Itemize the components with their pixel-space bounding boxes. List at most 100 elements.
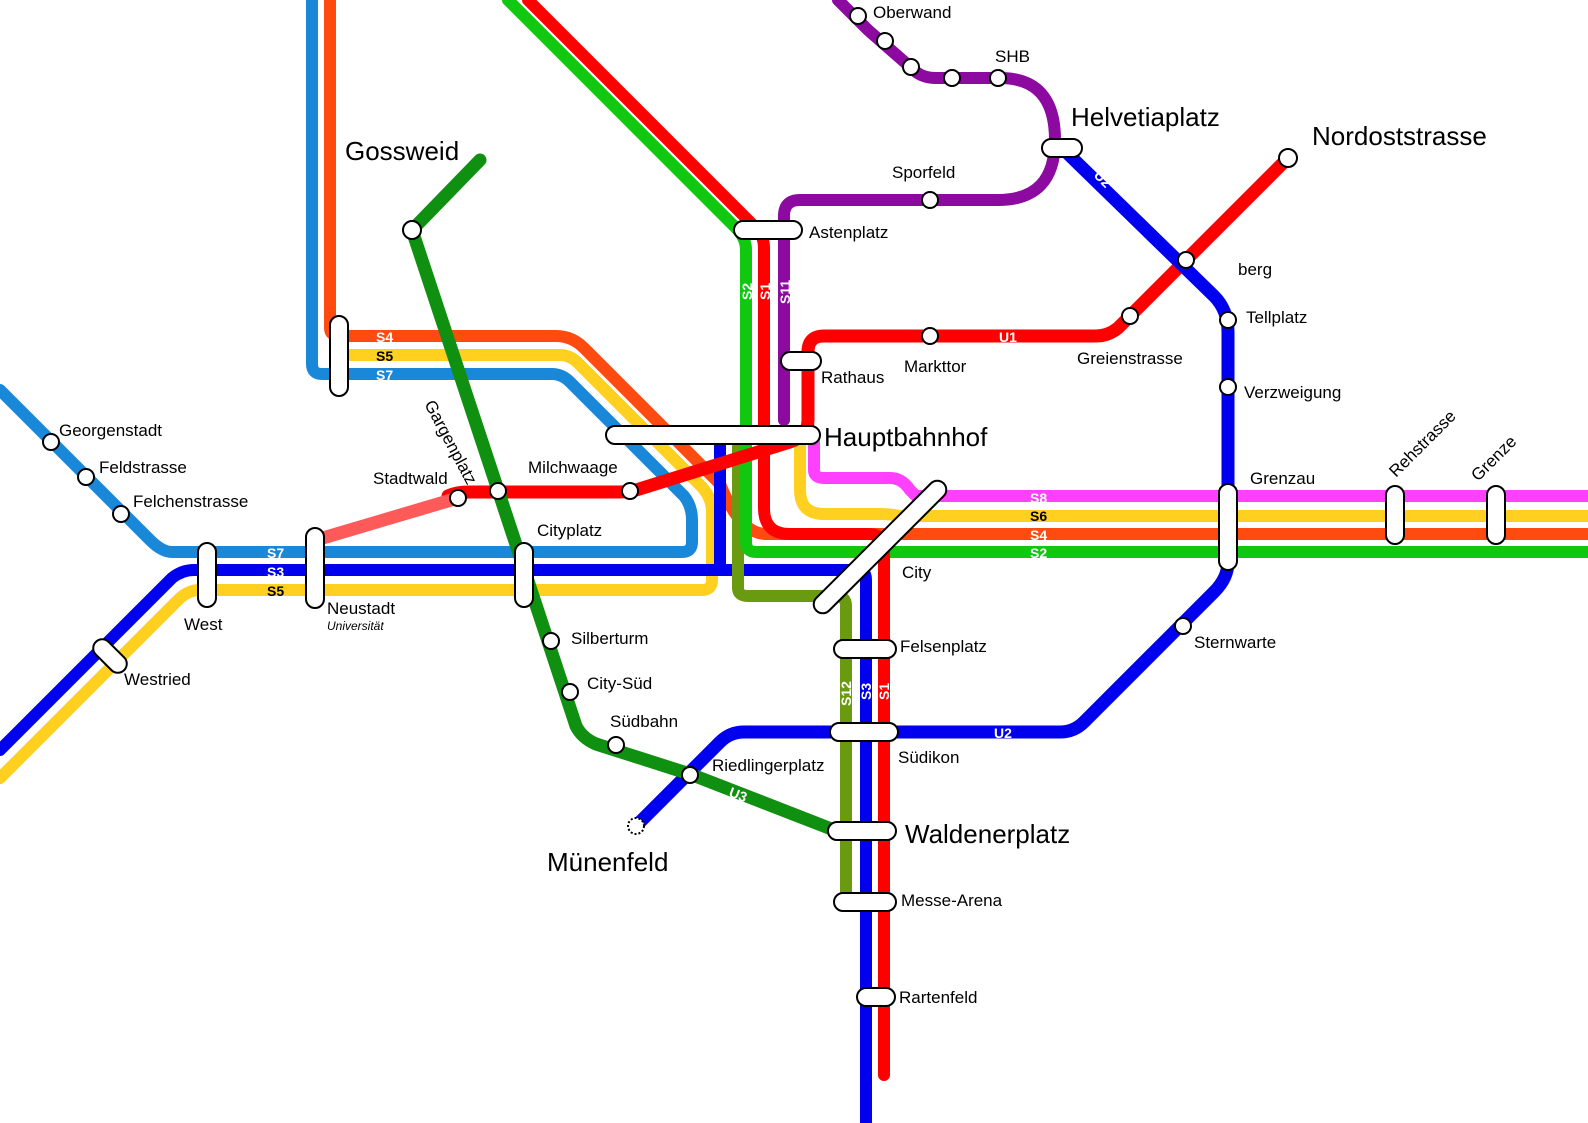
stop-gossweid[interactable] [402,220,422,240]
interchange-astenplatz[interactable] [733,220,803,240]
tag-u3: U3 [727,784,750,805]
tag-u1: U1 [999,329,1017,345]
label-silberturm: Silberturm [571,629,648,648]
label-sudikon: Südikon [898,748,959,767]
stop-felchenstrasse[interactable] [112,505,130,523]
label-sudbahn: Südbahn [610,712,678,731]
line-u1-branch [309,491,465,547]
line-s7 [0,0,698,558]
label-felsenplatz: Felsenplatz [900,637,987,656]
stop-berg[interactable] [1177,251,1195,269]
label-riedlingerplatz: Riedlingerplatz [712,756,824,775]
label-munenfeld: Münenfeld [547,847,668,877]
stop-sporfeld[interactable] [921,191,939,209]
line-s6 [794,434,1588,522]
stop-georgenstadt[interactable] [42,433,60,451]
stop-tellplatz[interactable] [1219,311,1237,329]
label-sternwarte: Sternwarte [1194,633,1276,652]
label-greienstrasse: Greienstrasse [1077,349,1183,368]
tag-s8: S8 [1030,490,1047,506]
interchange-rathaus[interactable] [780,351,822,371]
tag-u2a: U2 [994,725,1012,741]
interchange-messe-arena[interactable] [833,892,897,912]
label-felchenstrasse: Felchenstrasse [133,492,248,511]
tag-s5: S5 [376,348,393,364]
stop-sudbahn[interactable] [607,736,625,754]
label-nordoststrasse: Nordoststrasse [1312,121,1487,151]
label-waldenerplatz: Waldenerplatz [905,819,1070,849]
interchange-s4-s7[interactable] [329,315,349,397]
tag-s7b: S7 [267,545,284,561]
label-cityplatz: Cityplatz [537,521,602,540]
label-oberwand: Oberwand [873,3,951,22]
tag-s3v: S3 [858,683,874,700]
label-rehstrasse: Rehstrasse [1385,407,1459,481]
tag-s1v: S1 [757,283,773,300]
stop-s11-c[interactable] [943,69,961,87]
tag-s2v: S2 [739,283,755,300]
label-grenze: Grenze [1467,432,1520,485]
stop-sternwarte[interactable] [1174,617,1192,635]
label-markttor: Markttor [904,357,967,376]
stop-s11-b[interactable] [902,58,920,76]
label-neustadt-sub: Universität [327,619,384,633]
tag-s5b: S5 [267,583,284,599]
interchange-sudikon[interactable] [829,722,899,742]
label-messe-arena: Messe-Arena [901,891,1003,910]
stop-riedlingerplatz[interactable] [681,766,699,784]
stop-stadtwald[interactable] [449,489,467,507]
stop-nordoststrasse[interactable] [1278,148,1298,168]
interchange-waldenerplatz[interactable] [827,821,897,841]
label-westried: Westried [124,670,191,689]
label-west: West [184,615,223,634]
line-s12 [732,434,852,904]
label-shb: SHB [995,47,1030,66]
label-city-sud: City-Süd [587,674,652,693]
stop-oberwand[interactable] [849,7,867,25]
tag-s4b: S4 [1030,527,1047,543]
label-berg: berg [1238,260,1272,279]
interchange-grenzau[interactable] [1218,483,1238,571]
stop-verzweigung[interactable] [1219,378,1237,396]
stop-gargenplatz[interactable] [489,482,507,500]
interchange-west[interactable] [197,542,217,608]
label-georgenstadt: Georgenstadt [59,421,162,440]
stop-shb[interactable] [989,69,1007,87]
stop-munenfeld[interactable] [627,817,645,835]
label-verzweigung: Verzweigung [1244,383,1341,402]
tag-s4: S4 [376,329,393,345]
interchange-grenze[interactable] [1486,485,1506,545]
interchange-city[interactable] [810,477,950,617]
interchange-hauptbahnhof[interactable] [605,425,821,445]
label-hauptbahnhof: Hauptbahnhof [824,422,988,452]
label-tellplatz: Tellplatz [1246,308,1307,327]
line-s2 [502,0,1588,558]
interchange-helvetiaplatz[interactable] [1041,138,1083,158]
interchange-rartenfeld[interactable] [856,987,896,1007]
interchange-rehstrasse[interactable] [1385,485,1405,545]
tag-s11v: S11 [777,280,793,304]
line-u3 [405,153,841,837]
stop-greienstrasse[interactable] [1121,307,1139,325]
stop-s11-a[interactable] [876,32,894,50]
tag-s1v2: S1 [876,683,892,700]
interchange-neustadt[interactable] [305,527,325,609]
stop-silberturm[interactable] [542,632,560,650]
interchange-westried[interactable] [89,635,130,676]
tag-s12v: S12 [838,681,854,706]
label-rathaus: Rathaus [821,368,884,387]
label-milchwaage: Milchwaage [528,458,618,477]
stop-feldstrasse[interactable] [77,468,95,486]
tag-s7: S7 [376,367,393,383]
stop-markttor[interactable] [921,327,939,345]
label-neustadt: Neustadt [327,599,395,618]
label-astenplatz: Astenplatz [809,223,888,242]
interchange-felsenplatz[interactable] [833,639,897,659]
interchange-cityplatz[interactable] [514,542,534,608]
label-sporfeld: Sporfeld [892,163,955,182]
stop-city-sud[interactable] [561,683,579,701]
label-helvetiaplatz: Helvetiaplatz [1071,102,1220,132]
stop-milchwaage[interactable] [621,482,639,500]
tag-s3: S3 [267,564,284,580]
label-grenzau: Grenzau [1250,469,1315,488]
